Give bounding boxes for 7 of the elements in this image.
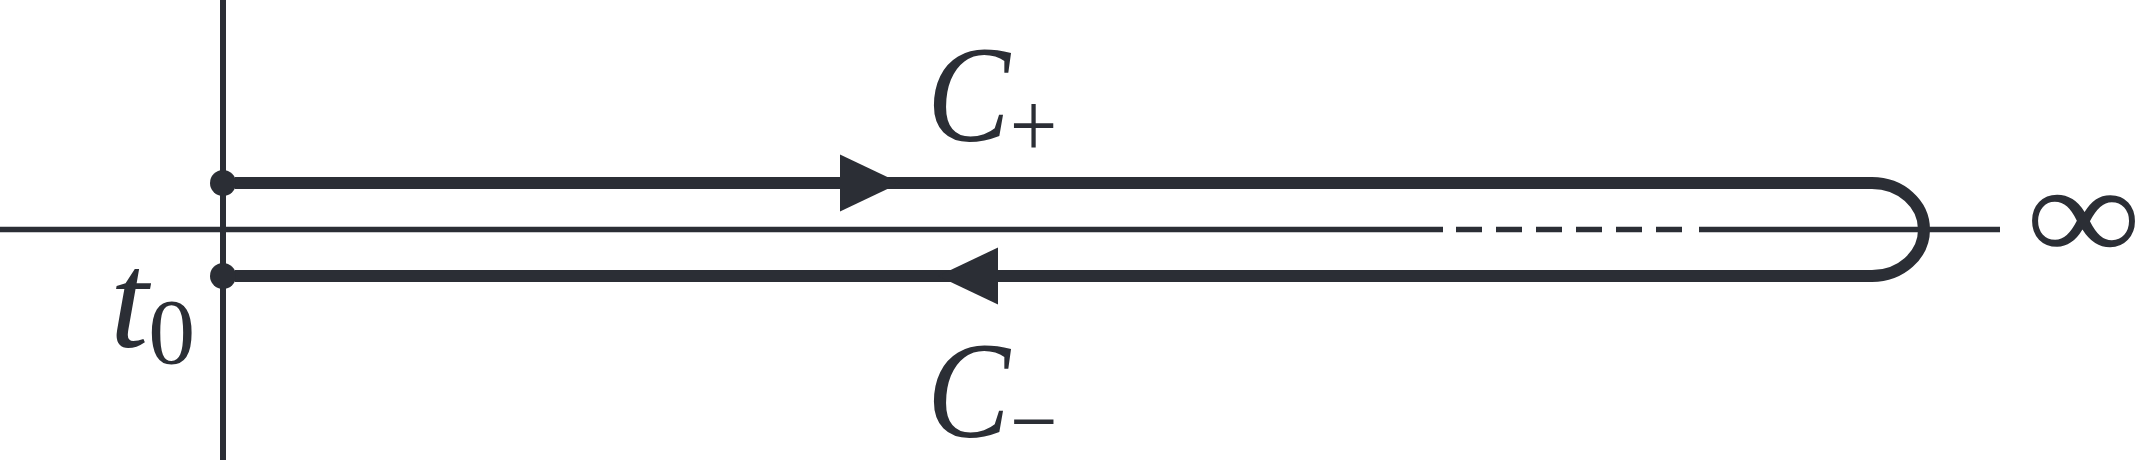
endpoint-dot xyxy=(210,170,236,196)
branch-label: C$_{−}$ xyxy=(927,322,1058,460)
endpoint-dot xyxy=(210,263,236,289)
branch-label: C$_{+}$ xyxy=(927,26,1058,164)
axis-label: t$_{0}$ xyxy=(110,232,196,370)
contour-arrow xyxy=(235,154,1927,305)
axis-label: ∞ xyxy=(2026,146,2142,284)
